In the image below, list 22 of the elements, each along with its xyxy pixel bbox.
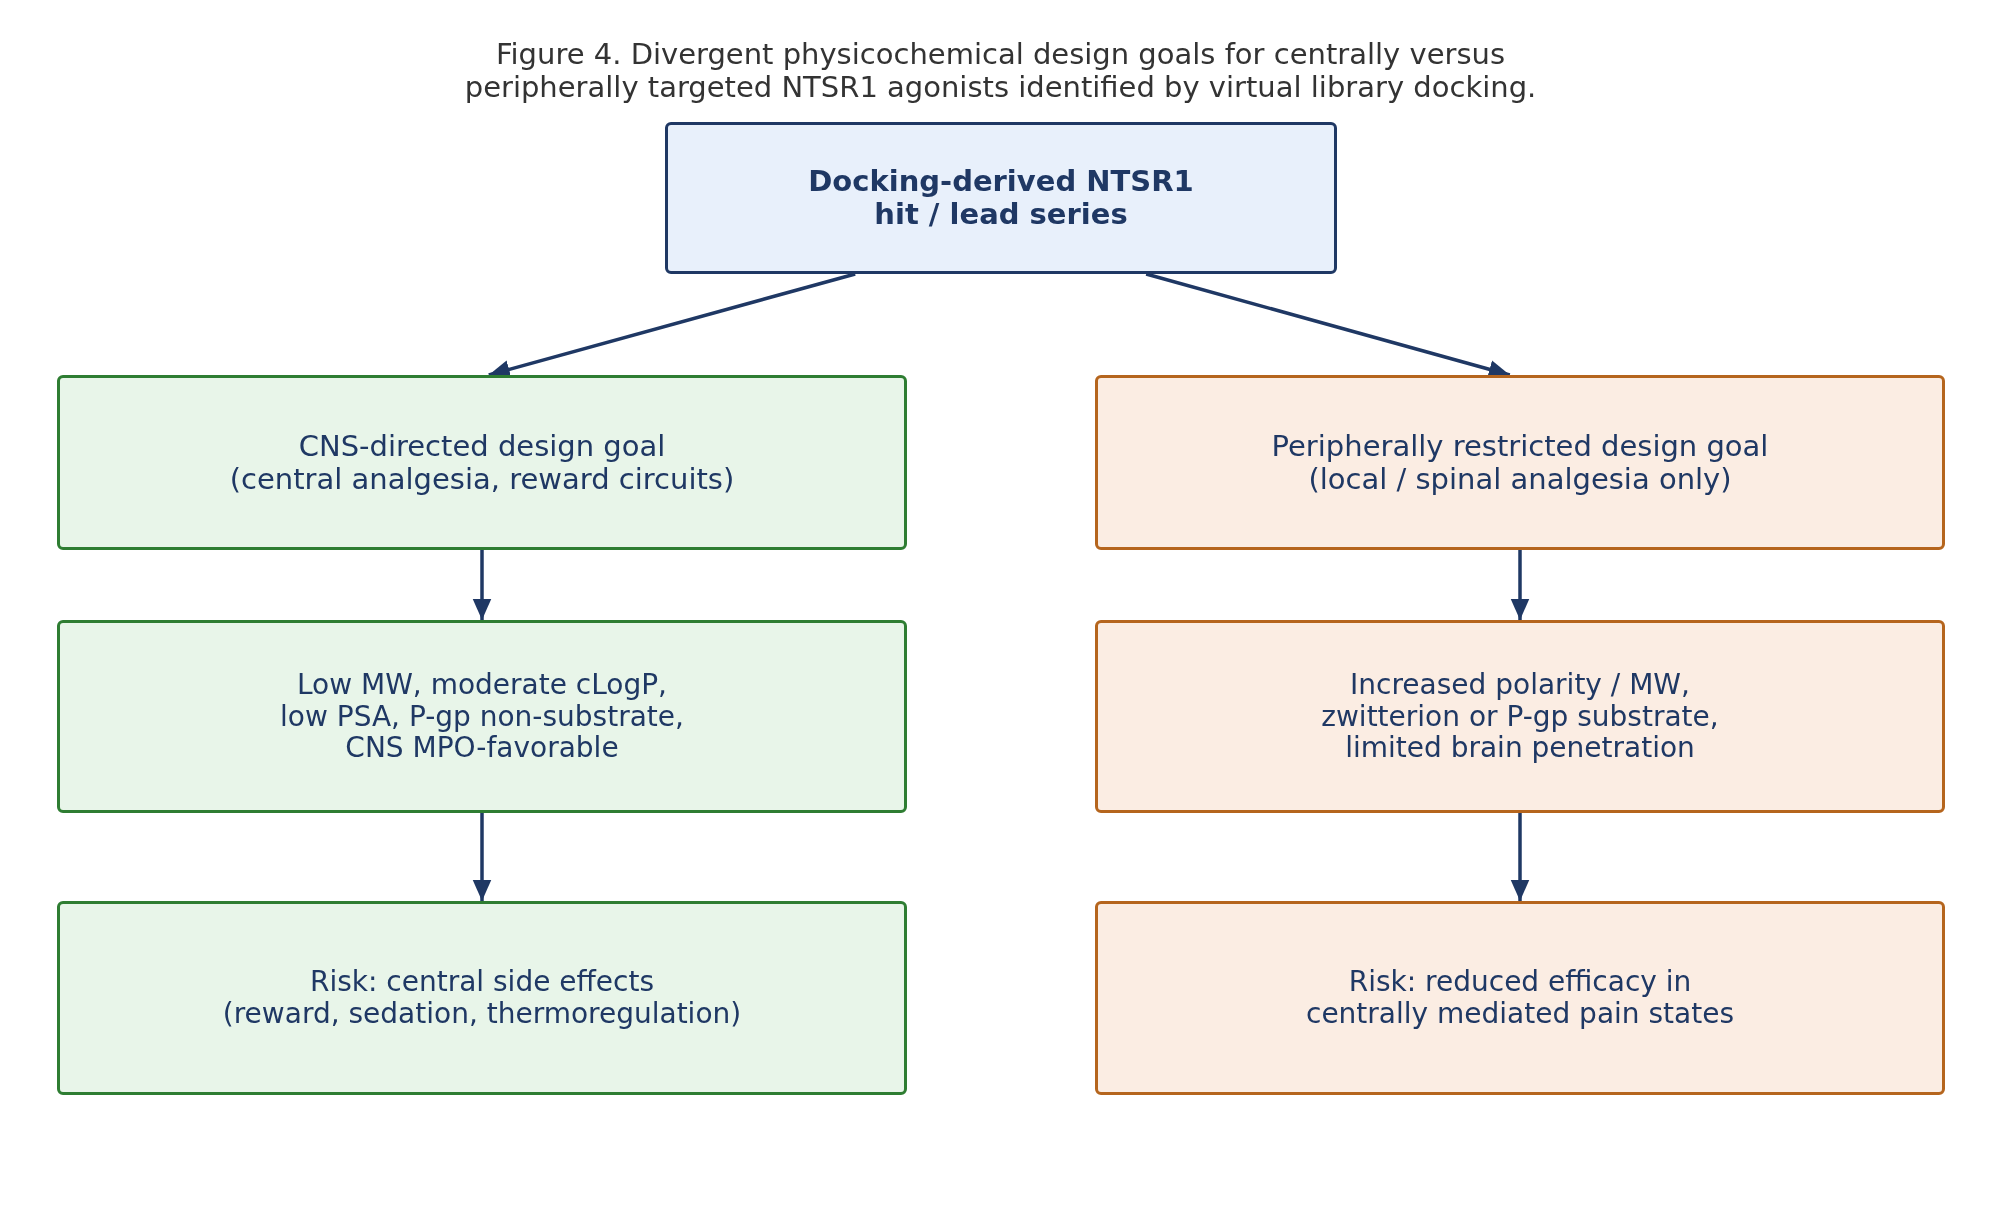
arrow <box>1510 550 1530 620</box>
node-label: (reward, sedation, thermoregulation) <box>222 998 742 1030</box>
node-label: Increased polarity / MW, zwitterion or P-gp substrate, limited brain penetration <box>1320 669 1720 764</box>
node-label: Low MW, moderate cLogP, low PSA, P-gp non-substrate, CNS MPO-favorable <box>279 669 685 764</box>
risk-box <box>57 901 907 1095</box>
arrow <box>472 813 492 901</box>
goal-box <box>57 375 907 550</box>
node-label: (local / spinal analgesia only) <box>1308 462 1732 496</box>
risk-box <box>1095 901 1945 1095</box>
property-box <box>1095 620 1945 813</box>
arrow <box>1510 813 1530 901</box>
node-label: Risk: central side effects <box>309 966 654 998</box>
arrow <box>472 550 492 620</box>
node-label: (central analgesia, reward circuits) <box>229 462 735 496</box>
node-label: Risk: reduced efficacy in centrally mediated pain states <box>1305 966 1735 1030</box>
source-box <box>665 122 1337 274</box>
node-label: CNS-directed design goal <box>298 429 666 463</box>
node-label: Docking-derived NTSR1 hit / lead series <box>807 165 1195 231</box>
figure-title: Figure 4. Divergent physicochemical design goals for centrally versus peripherally targeted NTSR1 agonists identified by virtual library docking. <box>463 38 1538 105</box>
property-box <box>57 620 907 813</box>
goal-box <box>1095 375 1945 550</box>
node-label: Peripherally restricted design goal <box>1271 429 1769 463</box>
